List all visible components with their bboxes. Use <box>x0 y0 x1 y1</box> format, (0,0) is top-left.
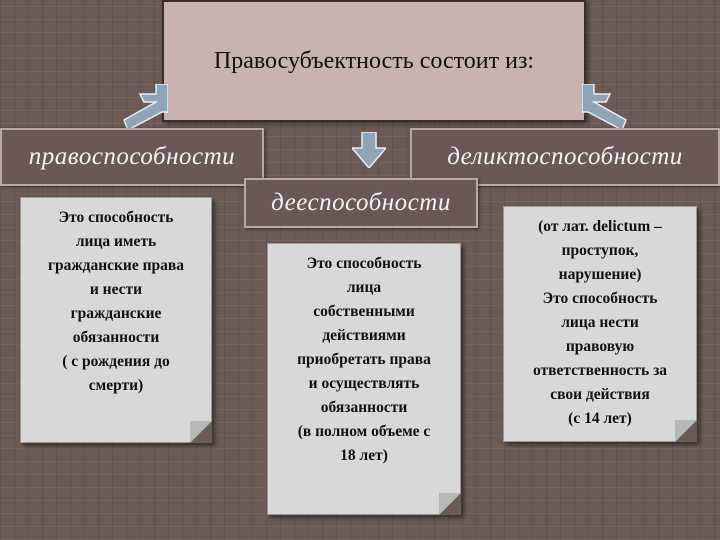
note-line: и осуществлять <box>308 375 420 392</box>
note-line: (от лат. delictum – <box>538 218 662 235</box>
note-line: гражданские <box>70 305 162 322</box>
note-line: ( с рождения до <box>62 353 170 370</box>
note-line: и нести <box>89 281 143 298</box>
note-line: обязанности <box>320 399 408 416</box>
arrow-down-left-icon <box>123 84 168 130</box>
note-line: ответственность за <box>532 362 668 379</box>
note-active-capacity: Это способность лица собственными действ… <box>267 243 461 515</box>
note-line: Это способность <box>306 255 422 272</box>
heading-delictual-capacity-label: деликтоспособности <box>447 143 683 170</box>
note-line: приобретать права <box>297 351 431 368</box>
note-line: лица нести <box>561 314 639 331</box>
note-line: правовую <box>565 338 635 355</box>
note-legal-capacity: Это способность лица иметь гражданские п… <box>20 197 212 443</box>
heading-legal-capacity: правоспособности <box>0 128 264 186</box>
title-box: Правосубъектность состоит из: <box>162 0 586 122</box>
note-line: обязанности <box>72 329 160 346</box>
note-line: лица иметь <box>75 233 157 250</box>
heading-active-capacity: дееспособности <box>244 178 478 228</box>
arrow-down-icon <box>352 132 386 168</box>
note-line: нарушение) <box>558 266 642 283</box>
note-line: Это способность <box>58 209 174 226</box>
note-delictual-capacity: (от лат. delictum – проступок, нарушение… <box>503 206 697 442</box>
note-line: гражданские права <box>47 257 185 274</box>
heading-legal-capacity-label: правоспособности <box>28 143 236 170</box>
diagram-title: Правосубъектность состоит из: <box>213 47 535 74</box>
note-line: 18 лет) <box>340 447 388 464</box>
heading-delictual-capacity: деликтоспособности <box>410 128 720 186</box>
note-line: (в полном объеме с <box>297 423 431 440</box>
note-line: смерти) <box>88 377 144 394</box>
note-line: Это способность <box>542 290 658 307</box>
note-line: действиями <box>322 327 406 344</box>
note-line: собственными <box>313 303 415 320</box>
note-line: свои действия <box>550 386 650 403</box>
arrow-down-right-icon <box>582 84 627 130</box>
note-line: лица <box>346 279 382 296</box>
note-line: проступок, <box>561 242 639 259</box>
heading-active-capacity-label: дееспособности <box>271 189 451 216</box>
note-line: (с 14 лет) <box>568 410 632 427</box>
